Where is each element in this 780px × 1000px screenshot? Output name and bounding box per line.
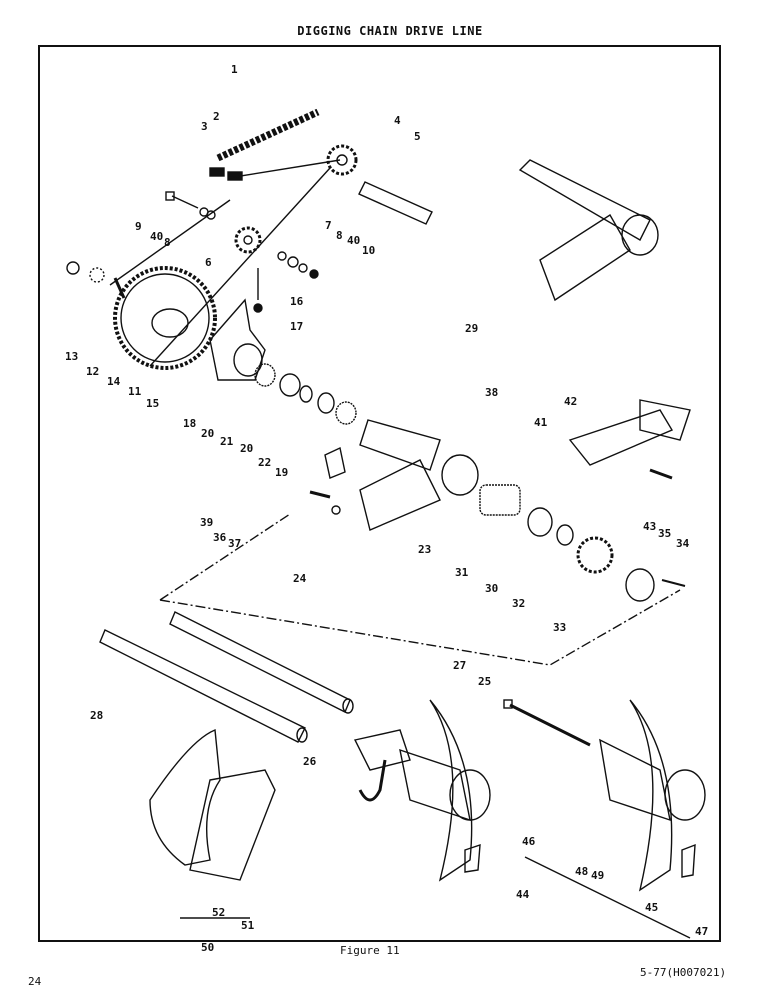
callout-15: 15 [146,397,159,410]
large-sprocket-11 [109,167,331,370]
callout-17: 17 [290,320,303,333]
callout-38: 38 [485,386,498,399]
callout-20: 20 [201,427,214,440]
shield-50 [149,729,276,881]
callout-35: 35 [658,527,671,540]
callout-22: 22 [258,456,271,469]
callout-47: 47 [695,925,708,938]
callout-27: 27 [453,659,466,672]
page-number: 24 [28,975,42,988]
callout-49: 49 [591,869,604,882]
callout-10: 10 [362,244,375,257]
callout-23: 23 [418,543,431,556]
callout-20b: 20 [240,442,253,455]
callout-40: 40 [347,234,360,247]
callout-8b: 8 [164,236,171,249]
callout-13: 13 [65,350,78,363]
callout-48: 48 [575,865,588,878]
callout-16: 16 [290,295,304,308]
page-title: DIGGING CHAIN DRIVE LINE [297,24,483,38]
callout-33: 33 [553,621,566,634]
callout-18: 18 [183,417,196,430]
callout-1: 1 [231,63,238,76]
callout-7: 7 [325,219,332,232]
callout-45: 45 [645,901,658,914]
callout-41: 41 [534,416,548,429]
shaft-28 [99,629,308,743]
callout-43: 43 [643,520,656,533]
callout-3: 3 [201,120,208,133]
auger-25 [353,699,491,882]
callout-30: 30 [485,582,498,595]
callout-2: 2 [213,110,220,123]
callout-34: 34 [676,537,690,550]
callout-37: 37 [228,537,241,550]
callout-51: 51 [241,919,255,932]
document-code: 5-77(H007021) [640,966,727,979]
callout-5: 5 [414,130,421,143]
callout-6: 6 [205,256,212,269]
figure-frame [38,45,721,942]
callout-31: 31 [455,566,469,579]
pivot-arm-29 [518,159,659,302]
callout-36: 36 [213,531,227,544]
callout-42: 42 [564,395,577,408]
callout-8: 8 [336,229,343,242]
callout-40b: 40 [150,230,163,243]
callout-19: 19 [275,466,288,479]
callout-32: 32 [512,597,525,610]
callout-4: 4 [394,114,401,127]
callout-46: 46 [522,835,536,848]
drive-sprocket-4 [326,144,358,176]
callout-28: 28 [90,709,103,722]
callout-14: 14 [107,375,121,388]
callout-29: 29 [465,322,478,335]
callout-44: 44 [516,888,530,901]
callout-50: 50 [201,941,214,954]
callout-39: 39 [200,516,213,529]
shaft-24 [169,611,354,714]
callout-24: 24 [293,572,307,585]
figure-caption: Figure 11 [340,944,400,957]
callout-26: 26 [303,755,317,768]
callout-21: 21 [220,435,234,448]
auger-45 [599,699,706,892]
callout-12: 12 [86,365,99,378]
callout-52: 52 [212,906,225,919]
callout-11: 11 [128,385,142,398]
callout-25: 25 [478,675,491,688]
pivot-arm-38 [359,419,479,531]
callout-9: 9 [135,220,142,233]
roller-chain [209,108,341,181]
